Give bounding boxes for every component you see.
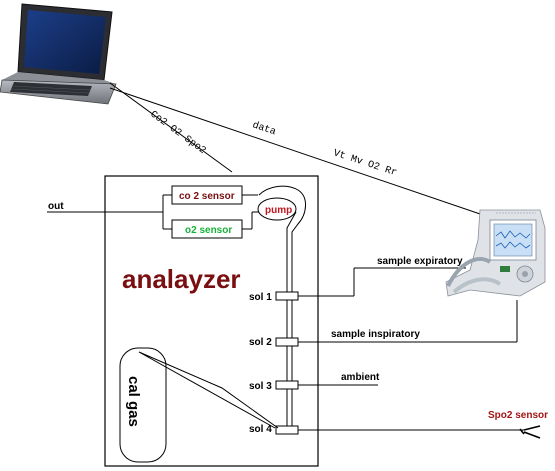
spo2-sensor-label: Spo2 sensor <box>488 410 548 421</box>
sample-expiratory-label: sample expiratory <box>377 256 463 267</box>
ambient-label: ambient <box>341 372 380 383</box>
analyzer-title: analayzer <box>122 264 241 294</box>
sol4-valve <box>275 425 299 435</box>
link-label-co2-o2-spo2: Co2 O2 Spo2 <box>148 109 208 157</box>
sol3-valve <box>275 380 299 390</box>
co2-sensor-label: co 2 sensor <box>179 191 235 202</box>
spo2-probe-icon <box>519 425 541 439</box>
pump-ellipse <box>257 197 297 221</box>
laptop-ventilator-link <box>109 87 487 217</box>
sol3-label: sol 3 <box>249 381 272 392</box>
sol1-valve <box>275 291 299 301</box>
analyzer-box <box>104 175 319 467</box>
sol2-label: sol 2 <box>249 337 272 348</box>
cal-gas-label: cal gas <box>125 376 142 427</box>
link-label-data: data <box>251 119 278 138</box>
ventilator-icon <box>445 209 546 297</box>
laptop-icon <box>0 3 117 105</box>
sample-inspiratory-label: sample inspiratory <box>331 329 420 340</box>
pump-label: pump <box>265 205 292 216</box>
sol1-label: sol 1 <box>249 292 272 303</box>
o2-sensor-label: o2 sensor <box>185 225 232 236</box>
laptop-analyzer-link <box>109 82 233 173</box>
sol4-label: sol 4 <box>249 424 272 435</box>
cal-gas-cylinder <box>119 347 167 463</box>
sol2-valve <box>275 337 299 347</box>
out-label: out <box>48 201 64 212</box>
